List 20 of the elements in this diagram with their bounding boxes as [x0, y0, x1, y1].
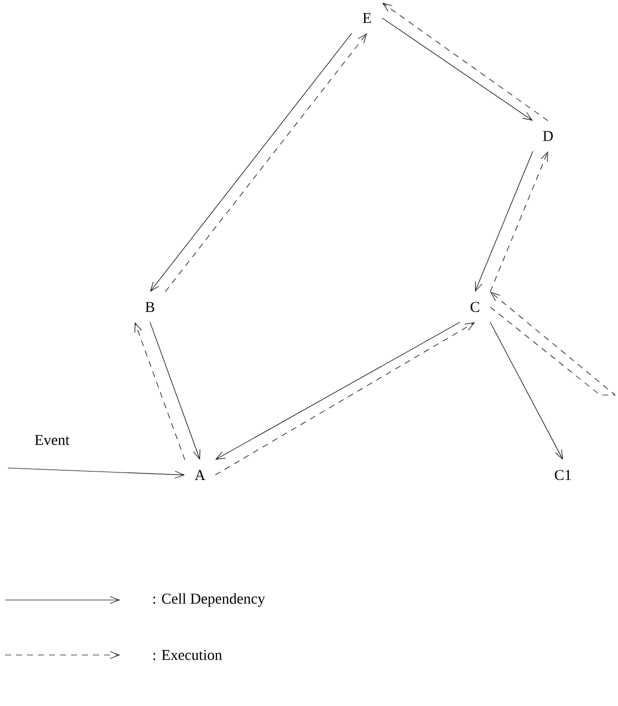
node-label: B — [145, 302, 154, 312]
arrow — [134, 322, 186, 460]
arrow — [382, 18, 533, 121]
legend-text: : Cell Dependency — [153, 593, 266, 607]
node-label: A — [194, 470, 206, 480]
node-label: E — [362, 13, 371, 23]
arrow — [490, 151, 548, 292]
arrow — [490, 322, 564, 460]
node-label: C — [470, 302, 480, 312]
arrow — [475, 150, 534, 292]
legend-text: : Execution — [153, 650, 222, 660]
arrow — [8, 468, 185, 478]
arrow — [214, 322, 475, 476]
arrow — [382, 2, 548, 122]
arrow — [215, 322, 460, 460]
node-label: C1 — [554, 470, 571, 480]
arrow — [490, 292, 616, 396]
edge-label: Event — [34, 434, 70, 446]
node-label: D — [543, 131, 553, 141]
arrow — [150, 322, 200, 460]
